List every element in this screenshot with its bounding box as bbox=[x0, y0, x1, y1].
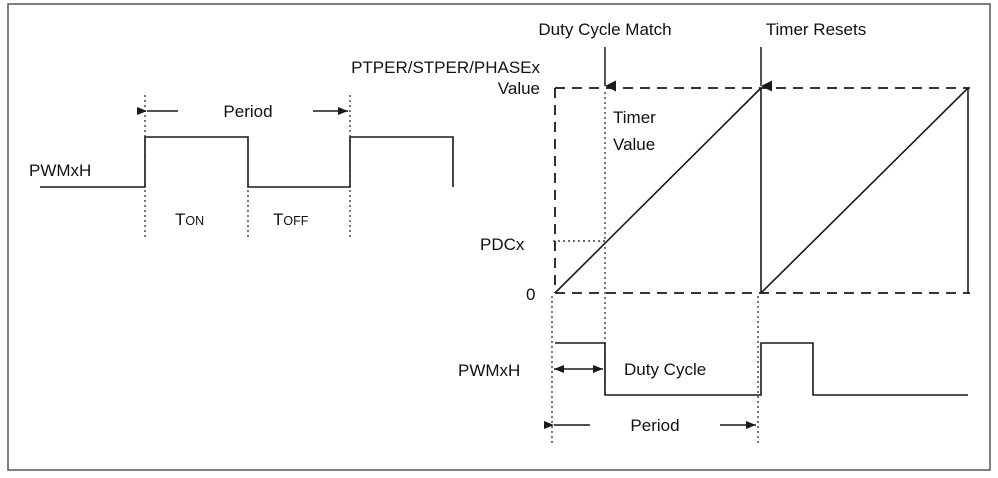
period-label-right: Period bbox=[630, 416, 679, 435]
period-label-left: Period bbox=[223, 102, 272, 121]
register-value-label: PTPER/STPER/PHASEx bbox=[351, 58, 540, 77]
timer-value-label-line2: Value bbox=[613, 135, 655, 154]
pdcx-label: PDCx bbox=[480, 235, 525, 254]
left-pwm-diagram: Period PWMxH TON TOFF bbox=[29, 95, 454, 240]
pwm-waveform-left bbox=[40, 136, 454, 188]
duty-cycle-label: Duty Cycle bbox=[624, 360, 706, 379]
duty-cycle-match-label: Duty Cycle Match bbox=[538, 20, 671, 39]
timer-resets-label: Timer Resets bbox=[766, 20, 866, 39]
figure-frame bbox=[7, 3, 991, 471]
zero-label: 0 bbox=[526, 285, 535, 304]
timer-ramp-2 bbox=[760, 87, 969, 294]
pwmxh-label-left: PWMxH bbox=[29, 161, 91, 180]
register-value-label-line2: Value bbox=[498, 79, 540, 98]
toff-label: TOFF bbox=[273, 210, 309, 229]
pwmxh-label-right: PWMxH bbox=[458, 361, 520, 380]
ton-label: TON bbox=[175, 210, 204, 229]
timer-value-label: Timer bbox=[613, 108, 656, 127]
right-timer-diagram: Duty Cycle Match Timer Resets PTPER/STPE… bbox=[351, 20, 970, 443]
timer-ramp-1 bbox=[554, 87, 762, 294]
pwm-waveform-right bbox=[555, 342, 968, 396]
